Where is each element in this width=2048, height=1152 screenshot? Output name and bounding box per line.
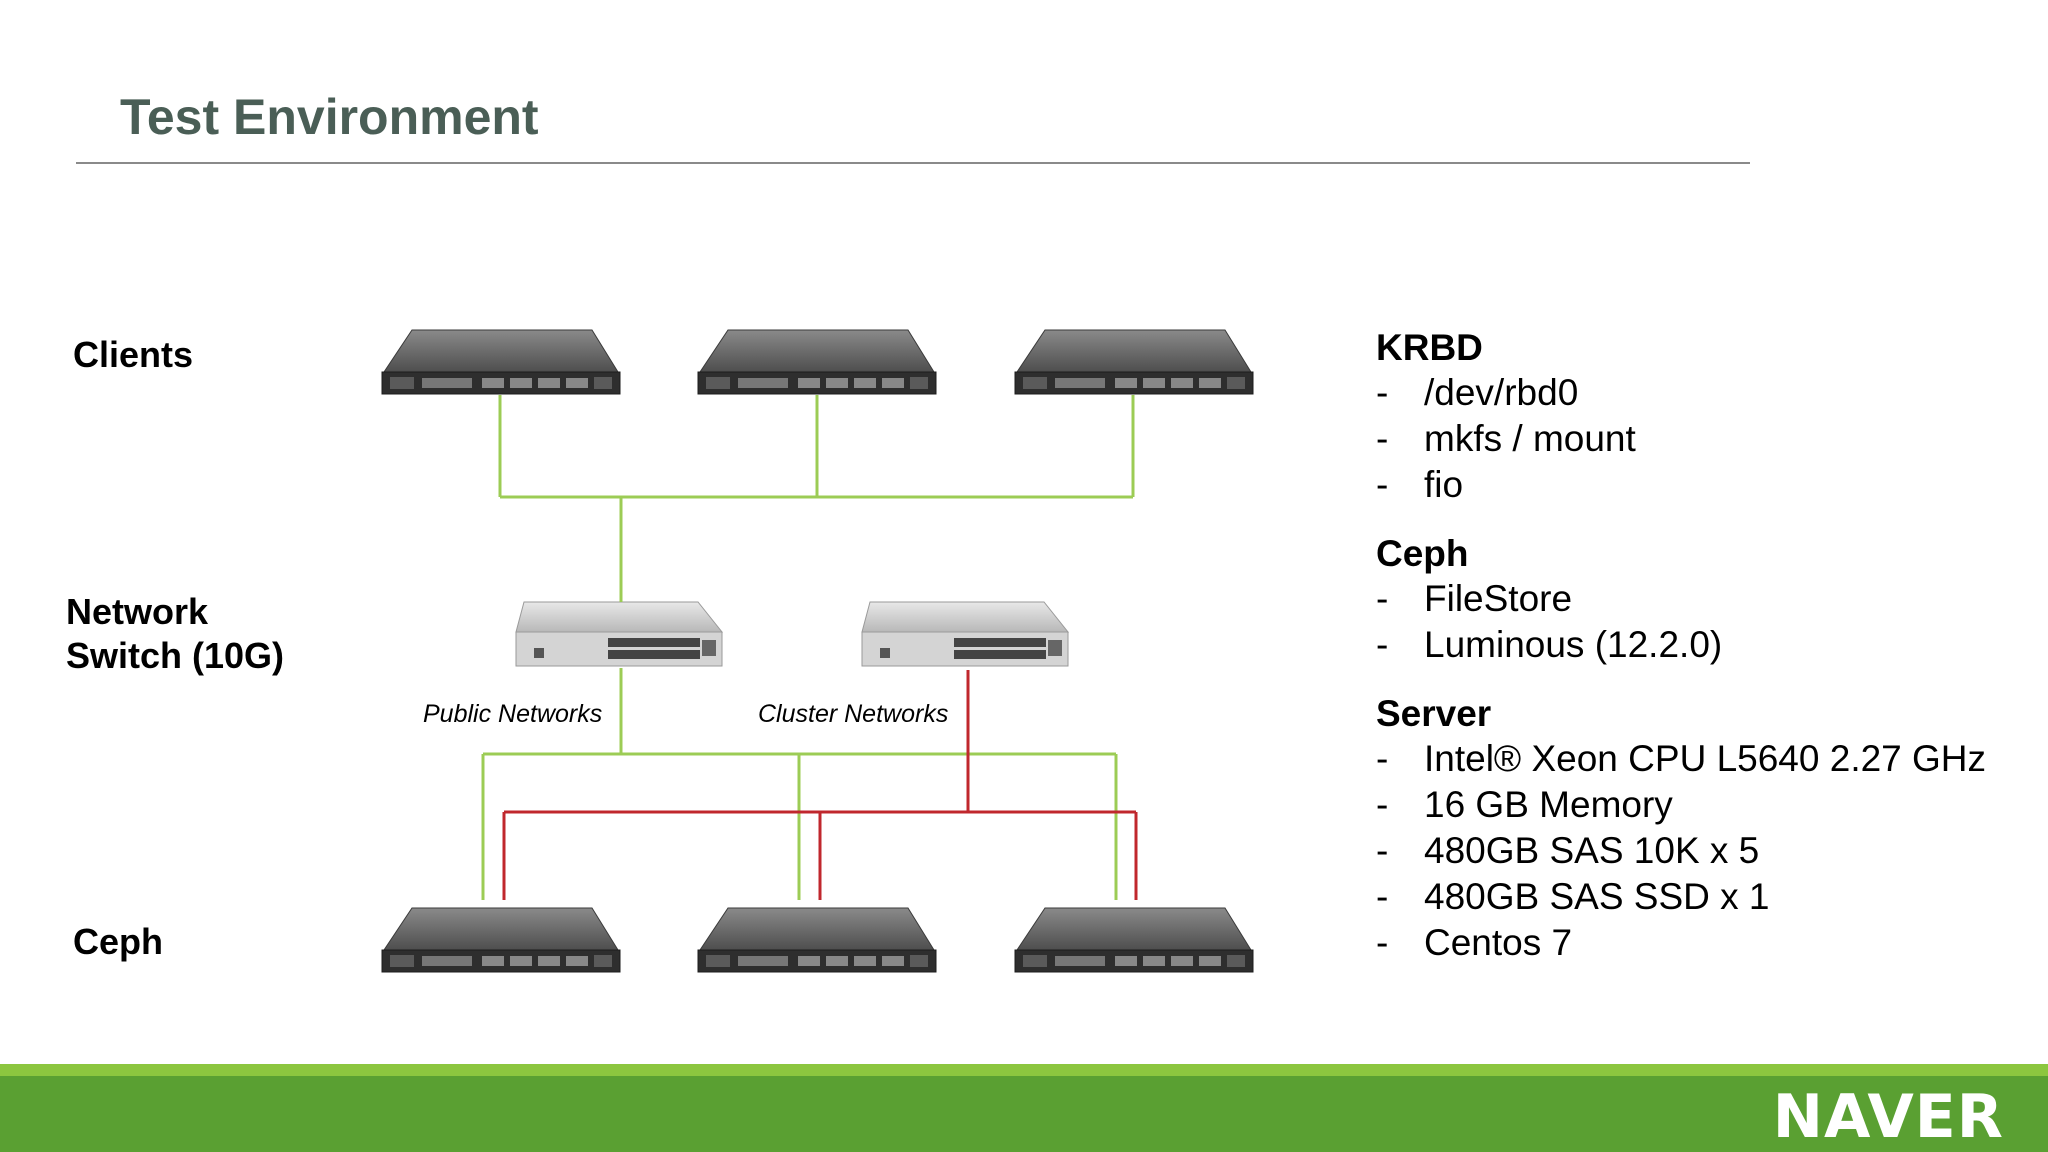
spec-bullet-dash: - bbox=[1376, 372, 1389, 413]
spec-item: -Intel® Xeon CPU L5640 2.27 GHz bbox=[1376, 736, 1986, 782]
title-divider bbox=[76, 162, 1750, 164]
clients-label: Clients bbox=[73, 334, 194, 375]
spec-item: -16 GB Memory bbox=[1376, 782, 1986, 828]
cluster-networks-label: Cluster Networks bbox=[758, 700, 949, 728]
ceph-server-2 bbox=[697, 907, 937, 973]
client-links bbox=[498, 395, 1135, 602]
spec-item-text: Intel® Xeon CPU L5640 2.27 GHz bbox=[1424, 738, 1987, 779]
spec-item: -Luminous (12.2.0) bbox=[1376, 622, 1986, 668]
ceph-label: Ceph bbox=[73, 921, 163, 962]
network-switch-label-line1: Network bbox=[66, 591, 209, 632]
spec-bullet-dash: - bbox=[1376, 624, 1389, 665]
spec-item-text: FileStore bbox=[1424, 578, 1573, 619]
public-network-switch bbox=[515, 601, 723, 667]
spec-item: -Centos 7 bbox=[1376, 920, 1986, 966]
spec-bullet-dash: - bbox=[1376, 578, 1389, 619]
spec-group: Ceph-FileStore-Luminous (12.2.0) bbox=[1376, 532, 1986, 668]
footer-accent-strip bbox=[0, 1064, 2048, 1076]
spec-bullet-dash: - bbox=[1376, 784, 1389, 825]
network-switch-label-line2: Switch (10G) bbox=[66, 635, 285, 676]
spec-item-text: 16 GB Memory bbox=[1424, 784, 1673, 825]
public-networks-label: Public Networks bbox=[423, 700, 603, 728]
ceph-server-1 bbox=[381, 907, 621, 973]
spec-item: -fio bbox=[1376, 462, 1986, 508]
spec-item-text: Centos 7 bbox=[1424, 922, 1573, 963]
footer-bar bbox=[0, 1076, 2048, 1152]
spec-group: KRBD-/dev/rbd0-mkfs / mount-fio bbox=[1376, 326, 1986, 508]
spec-item: -/dev/rbd0 bbox=[1376, 370, 1986, 416]
client-server-2 bbox=[697, 329, 937, 395]
spec-item: -mkfs / mount bbox=[1376, 416, 1986, 462]
spec-bullet-dash: - bbox=[1376, 464, 1389, 505]
spec-bullet-dash: - bbox=[1376, 738, 1389, 779]
network-switch-label: Network Switch (10G) bbox=[66, 590, 284, 678]
cluster-network-switch bbox=[861, 601, 1069, 667]
spec-item: -480GB SAS SSD x 1 bbox=[1376, 874, 1986, 920]
spec-heading: Ceph bbox=[1376, 533, 1469, 574]
slide-title: Test Environment bbox=[120, 89, 539, 145]
spec-item: -480GB SAS 10K x 5 bbox=[1376, 828, 1986, 874]
public-network-links bbox=[481, 668, 1118, 900]
client-server-3 bbox=[1014, 329, 1254, 395]
spec-bullet-dash: - bbox=[1376, 922, 1389, 963]
spec-item-text: 480GB SAS SSD x 1 bbox=[1424, 876, 1770, 917]
spec-bullet-dash: - bbox=[1376, 830, 1389, 871]
ceph-server-3 bbox=[1014, 907, 1254, 973]
spec-group: Server-Intel® Xeon CPU L5640 2.27 GHz-16… bbox=[1376, 692, 1986, 966]
spec-bullet-dash: - bbox=[1376, 876, 1389, 917]
spec-heading: Server bbox=[1376, 693, 1492, 734]
spec-item-text: 480GB SAS 10K x 5 bbox=[1424, 830, 1760, 871]
cluster-network-links bbox=[502, 670, 1138, 900]
spec-bullet-dash: - bbox=[1376, 418, 1389, 459]
spec-item-text: /dev/rbd0 bbox=[1424, 372, 1579, 413]
spec-heading: KRBD bbox=[1376, 327, 1483, 368]
spec-item-text: fio bbox=[1424, 464, 1464, 505]
naver-logo: NAVER bbox=[1772, 1082, 2004, 1152]
spec-item-text: mkfs / mount bbox=[1424, 418, 1636, 459]
spec-item: -FileStore bbox=[1376, 576, 1986, 622]
client-server-1 bbox=[381, 329, 621, 395]
spec-item-text: Luminous (12.2.0) bbox=[1424, 624, 1723, 665]
